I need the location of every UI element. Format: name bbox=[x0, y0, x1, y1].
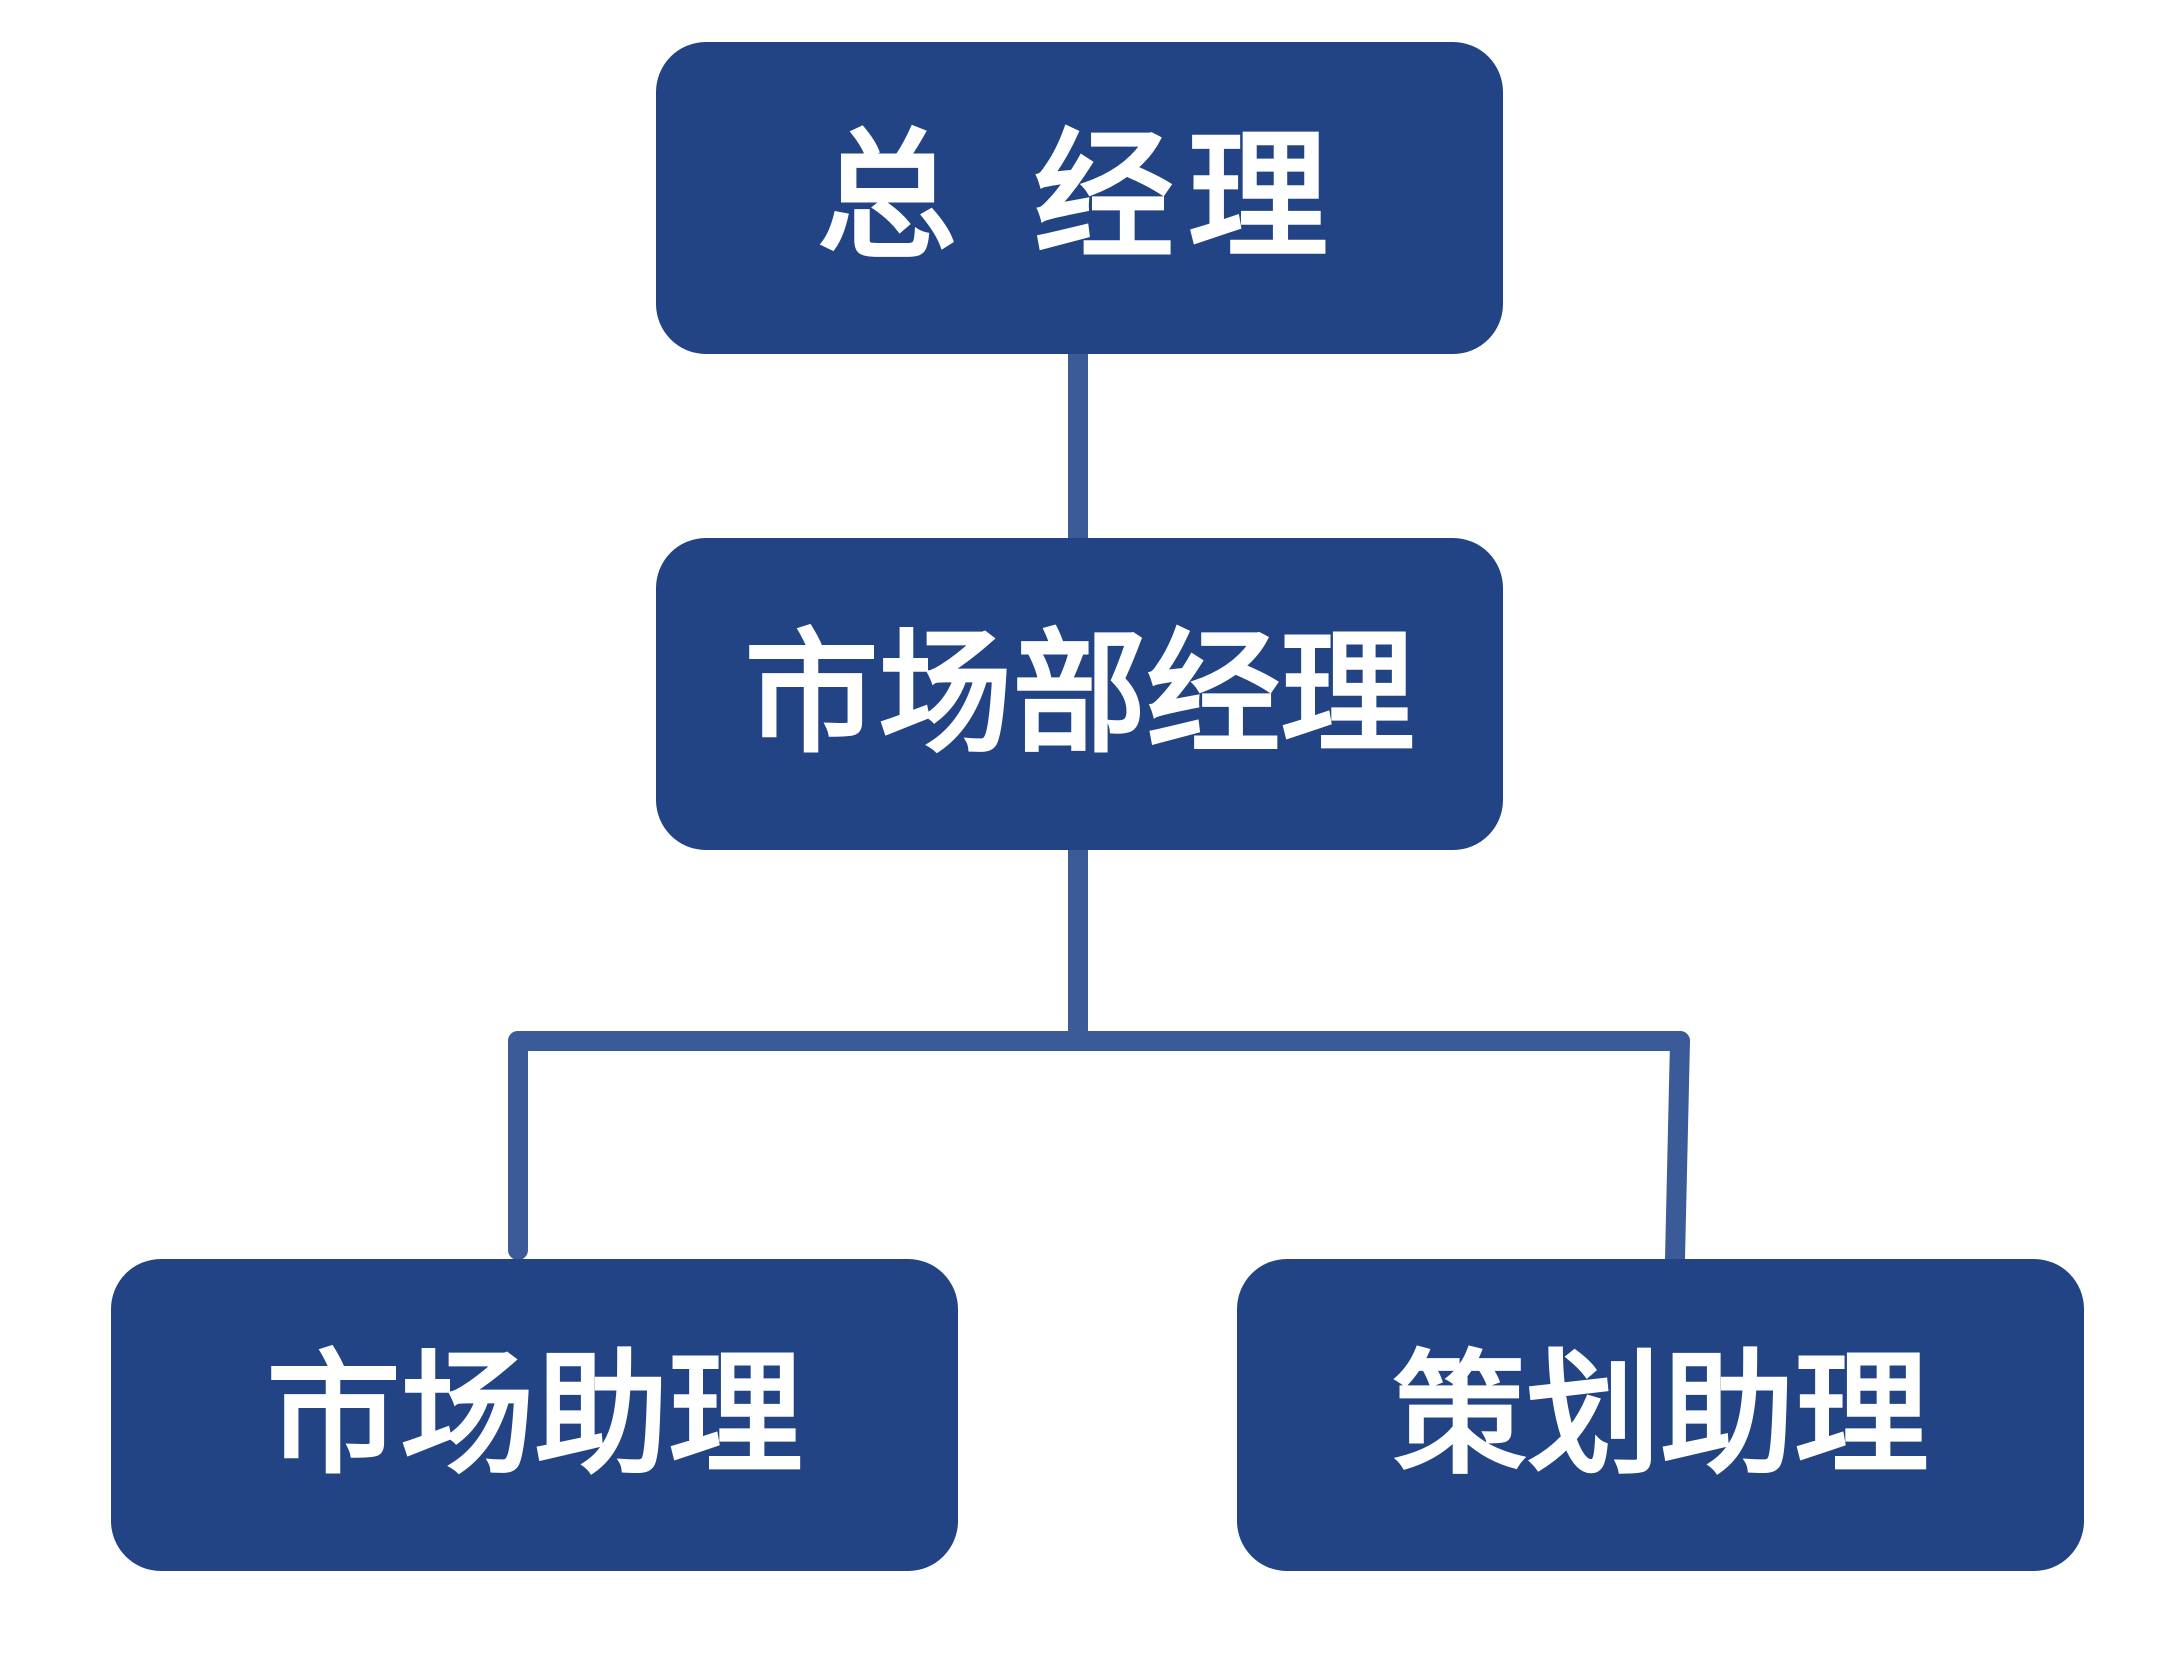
node-general-manager: 总 经理 bbox=[656, 42, 1503, 354]
node-marketing-manager: 市场部经理 bbox=[656, 538, 1503, 850]
connector-to-planning-assistant bbox=[1665, 1031, 1690, 1269]
node-planning-assistant: 策划助理 bbox=[1237, 1259, 2084, 1571]
node-marketing-assistant: 市场助理 bbox=[111, 1259, 958, 1571]
